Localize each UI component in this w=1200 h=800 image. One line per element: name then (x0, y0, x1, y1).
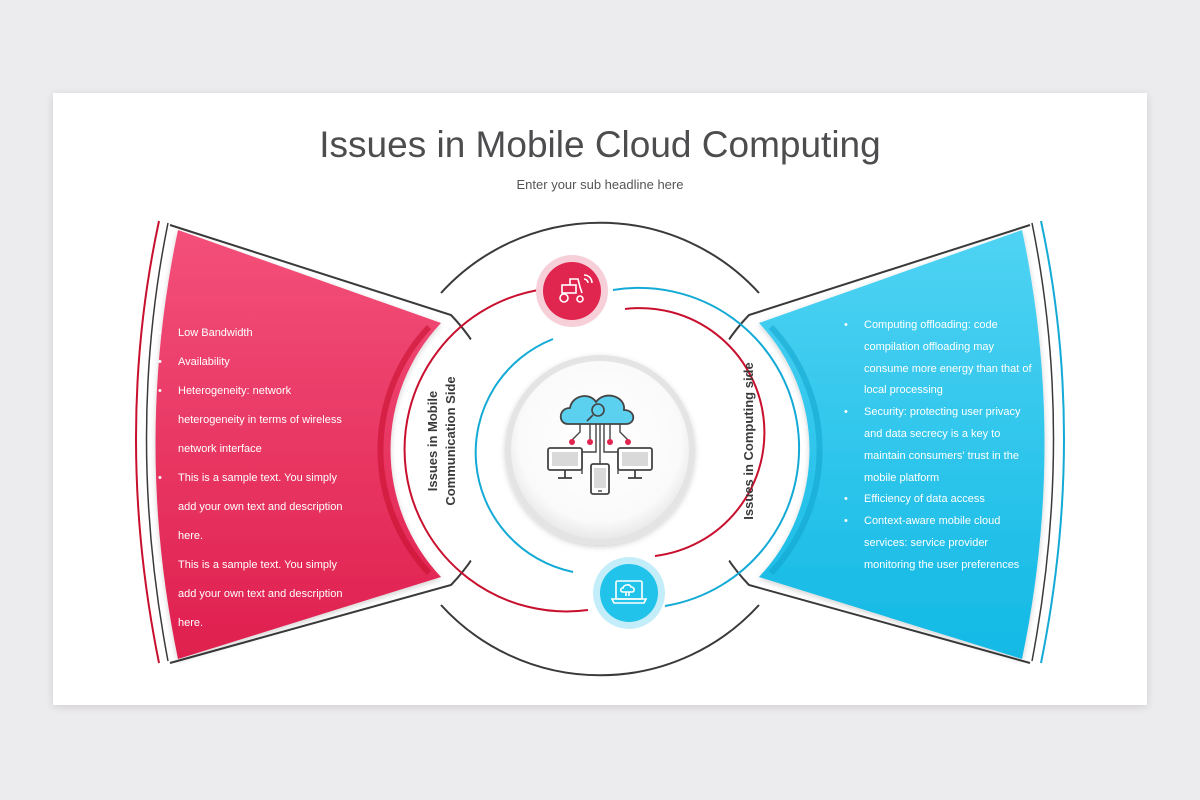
right-issue-list: Computing offloading: code compilation o… (842, 315, 1032, 577)
slide: Issues in Mobile Cloud Computing Enter y… (53, 93, 1147, 705)
list-item: Availability (156, 348, 356, 377)
list-item: Heterogeneity: network heterogeneity in … (156, 377, 356, 464)
outline-arc-bottom (440, 604, 760, 677)
list-item: This is a sample text. You simply add yo… (156, 464, 356, 551)
right-outer-line-blue (1040, 220, 1065, 664)
computing-side-label: Issues in Computing side (741, 362, 756, 520)
right-outer-line-dark (1031, 222, 1055, 662)
blue-ring-arc-right (612, 286, 801, 607)
tractor-wifi-icon (559, 274, 593, 303)
bottom-icon-badge (593, 557, 665, 629)
outline-arc-top (440, 221, 760, 294)
top-icon-badge (536, 255, 608, 327)
communication-side-label: Issues in Mobile Communication Side (425, 376, 458, 506)
list-item: Computing offloading: code compilation o… (842, 315, 1032, 402)
red-ring-arc-left (403, 288, 589, 613)
left-panel-inner-edge (377, 324, 432, 576)
cloud-network-devices-icon (547, 394, 653, 495)
list-item: Low Bandwidth (156, 319, 356, 348)
left-outer-line-red (135, 220, 160, 664)
red-ring-arc-inner (624, 307, 766, 557)
laptop-cloud-icon (610, 580, 648, 604)
list-item: This is a sample text. You simply add yo… (156, 551, 356, 638)
page-title: Issues in Mobile Cloud Computing (319, 124, 881, 165)
list-item: Context-aware mobile cloud services: ser… (842, 511, 1032, 576)
page-subtitle: Enter your sub headline here (516, 177, 684, 192)
blue-ring-arc-inner (474, 338, 574, 573)
left-issue-list: Low Bandwidth Availability Heterogeneity… (156, 319, 356, 638)
list-item: Security: protecting user privacy and da… (842, 402, 1032, 489)
list-item: Efficiency of data access (842, 489, 1032, 511)
right-panel-inner-edge (768, 324, 823, 576)
